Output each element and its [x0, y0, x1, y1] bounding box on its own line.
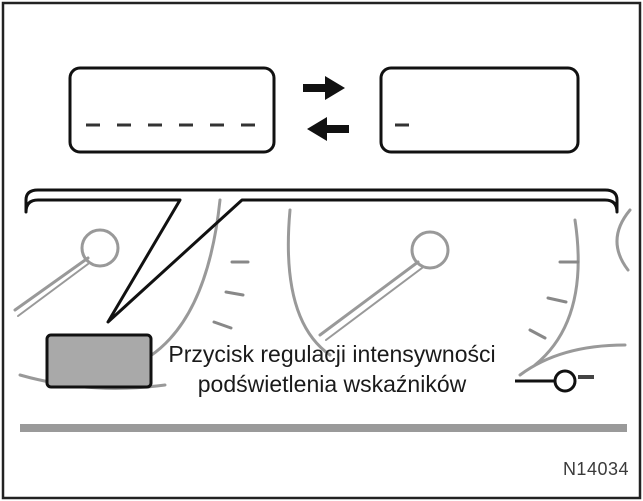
center-needle — [318, 260, 420, 337]
arrow-right-icon — [303, 76, 345, 100]
left-needle — [13, 256, 90, 312]
bottom-rule — [20, 424, 627, 432]
left-tick-2 — [224, 290, 245, 297]
brightness-button-highlight — [45, 333, 153, 389]
figure-code: N14034 — [562, 459, 629, 479]
display-left — [68, 66, 276, 154]
center-gauge-arc-right — [533, 218, 580, 367]
button-caption: Przycisk regulacji intensywności podświe… — [142, 339, 522, 399]
caption-line-2: podświetlenia wskaźników — [197, 371, 467, 397]
center-needle-hub — [410, 230, 450, 270]
callout-bubble — [24, 188, 619, 324]
left-tick-3 — [212, 320, 233, 330]
caption-line-1: Przycisk regulacji intensywności — [168, 341, 496, 367]
knob-stem — [578, 375, 594, 379]
arrow-left-icon — [307, 117, 349, 141]
center-tick-3 — [528, 328, 547, 340]
knob-icon — [553, 369, 577, 393]
display-right — [379, 66, 580, 154]
center-tick-2 — [546, 296, 568, 304]
right-gauge-arc — [615, 208, 632, 272]
bottom-right-bezel — [518, 343, 627, 377]
left-needle-hub — [80, 228, 120, 268]
center-gauge-arc-left — [286, 208, 332, 357]
